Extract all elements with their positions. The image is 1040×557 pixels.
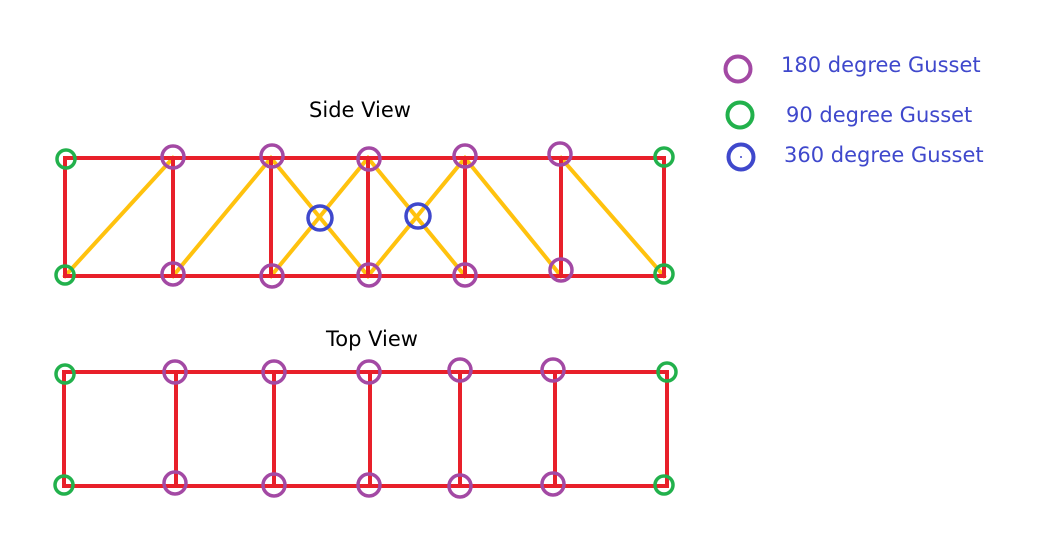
side-brace [365,155,468,279]
side-brace [268,155,371,279]
legend-label-90: 90 degree Gusset [786,103,972,127]
top-view-title: Top View [325,327,418,351]
side-view-beams [63,156,666,278]
top-90-gusset [53,474,75,496]
side-brace [558,155,667,279]
legend-item-90: 90 degree Gusset [725,100,972,130]
legend-360-gusset-icon [726,142,756,172]
legend-180-gusset-icon [723,54,753,84]
side-view-truss [54,141,675,289]
side-brace [462,155,564,279]
top-180-gusset [540,357,566,383]
top-view-gussets [53,357,678,499]
side-180-gusset [452,262,478,288]
side-90-gusset [54,264,76,286]
top-90-gusset [653,474,675,496]
top-180-gusset [447,473,473,499]
side-360-gusset [404,202,432,230]
side-90-gusset [55,148,77,170]
legend-item-180: 180 degree Gusset [723,53,981,84]
side-180-gusset [547,141,573,167]
top-90-gusset [656,361,678,383]
side-view-gussets [54,141,675,289]
side-90-gusset [653,146,675,168]
side-180-gusset [356,146,382,172]
top-view-beams [62,370,669,488]
side-view-braces [62,155,667,279]
legend-360-dot [740,156,742,158]
side-360-gusset [306,204,334,232]
side-180-gusset [160,261,186,287]
top-180-gusset [162,470,188,496]
top-90-gusset [54,363,76,385]
top-180-gusset [356,359,382,385]
top-180-gusset [356,472,382,498]
side-90-gusset [653,263,675,285]
side-180-gusset [548,257,574,283]
top-180-gusset [447,357,473,383]
top-180-gusset [261,472,287,498]
top-view-truss [53,357,678,499]
side-180-gusset [356,262,382,288]
legend-90-gusset-icon [725,100,755,130]
legend-label-360: 360 degree Gusset [784,143,984,167]
top-180-gusset [162,359,188,385]
side-180-gusset [160,144,186,170]
legend-label-180: 180 degree Gusset [781,53,981,77]
side-brace [170,155,274,279]
side-180-gusset [259,143,285,169]
side-view-title: Side View [309,98,411,122]
side-180-gusset [259,263,285,289]
top-180-gusset [540,471,566,497]
gusset-legend: 180 degree Gusset 90 degree Gusset 360 d… [723,53,984,172]
top-180-gusset [261,359,287,385]
side-180-gusset [452,143,478,169]
legend-item-360: 360 degree Gusset [726,142,984,172]
side-brace [62,155,176,279]
